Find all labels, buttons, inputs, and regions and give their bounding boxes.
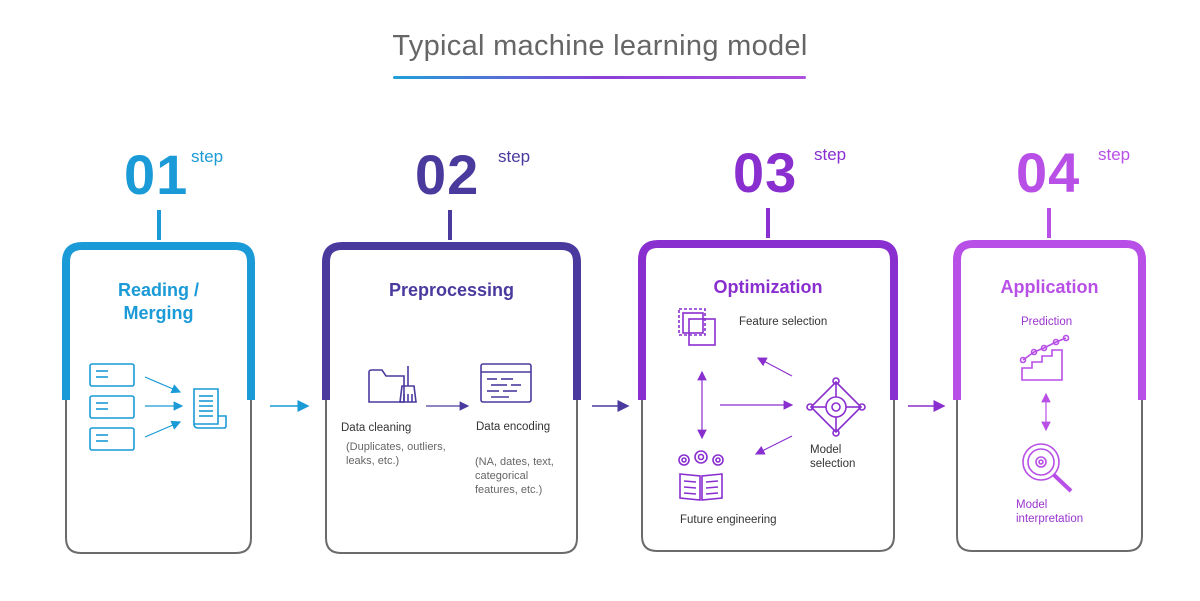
model-interpretation-label: Model interpretation: [1016, 498, 1083, 526]
card-frame-1: [62, 242, 255, 554]
step-tick-2: [448, 210, 452, 240]
data-cleaning-label: Data cleaning: [341, 422, 412, 434]
future-engineering-label: Future engineering: [680, 514, 777, 526]
card-frame-3: [638, 240, 898, 552]
step-tick-3: [766, 208, 770, 238]
data-encoding-detail-line2: categorical: [475, 470, 529, 482]
card-title-2: Preprocessing: [388, 280, 515, 300]
step-number-4: 04: [1016, 141, 1081, 204]
model-selection-label-line1: Model: [810, 444, 842, 456]
model-interpretation-label-line1: Model: [1016, 499, 1048, 511]
feature-squares-icon: [678, 308, 716, 346]
data-encoding-label: Data encoding: [476, 421, 551, 433]
card-title-4: Application: [1000, 277, 1099, 297]
model-network-icon: [806, 377, 866, 437]
data-cleaning-detail: (Duplicates, outliers, leaks, etc.): [346, 440, 446, 468]
card-title-1-line1: Reading /: [117, 280, 199, 300]
model-selection-label: Model selection: [810, 443, 855, 471]
document-icon: [193, 388, 227, 429]
step-number-3: 03: [733, 141, 798, 204]
data-encoding-detail-line1: (NA, dates, text,: [475, 456, 554, 468]
step-word-4: step: [1098, 145, 1131, 164]
server-stack-icon: [89, 363, 135, 451]
card-title-3: Optimization: [713, 277, 823, 297]
arrow-server3-doc: [144, 420, 182, 438]
step-number-2: 02: [415, 143, 480, 206]
data-encoding-detail-line3: features, etc.): [475, 484, 543, 496]
step-number-1: 01: [124, 143, 189, 206]
step-tick-4: [1047, 208, 1051, 238]
model-interpretation-label-line2: interpretation: [1016, 513, 1084, 525]
arrow-model-feature: [756, 357, 793, 377]
page-title: Typical machine learning model: [392, 30, 808, 62]
arrow-server1-doc: [144, 376, 182, 394]
card-title-1: Reading / Merging: [70, 279, 247, 325]
folder-brush-icon: [368, 366, 417, 403]
card-frame-4: [953, 240, 1146, 552]
data-cleaning-detail-line1: (Duplicates, outliers,: [346, 441, 446, 453]
growth-chart-icon: [1019, 334, 1070, 381]
title-underline: [393, 76, 806, 79]
magnifier-gear-icon: [1022, 443, 1073, 493]
feature-selection-label: Feature selection: [739, 316, 828, 328]
arrow-model-future: [754, 435, 793, 455]
data-encoding-detail: (NA, dates, text, categorical features, …: [475, 455, 554, 497]
card-frame-2: [322, 242, 581, 554]
step-tick-1: [157, 210, 161, 240]
step-word-1: step: [191, 147, 224, 166]
prediction-label: Prediction: [1021, 316, 1073, 328]
step-word-2: step: [498, 147, 531, 166]
card-title-1-line2: Merging: [123, 303, 194, 323]
step-word-3: step: [814, 145, 847, 164]
gear-book-icon: [678, 450, 724, 501]
code-window-icon: [480, 363, 532, 403]
model-selection-label-line2: selection: [810, 458, 856, 470]
data-cleaning-detail-line2: leaks, etc.): [346, 455, 400, 467]
